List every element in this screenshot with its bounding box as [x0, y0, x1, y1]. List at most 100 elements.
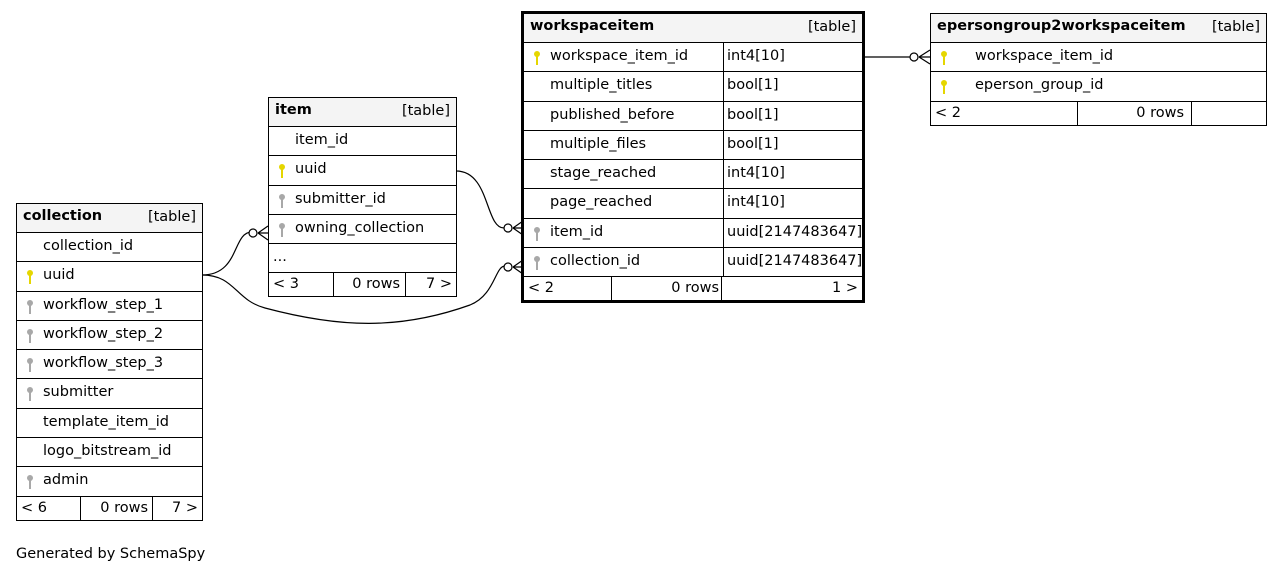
column-type: int4[10] [727, 48, 785, 64]
column-row[interactable]: workflow_step_2 [17, 321, 202, 351]
column-type: int4[10] [727, 165, 785, 182]
row-count: 0 rows [1136, 104, 1184, 121]
column-name: item_id [550, 223, 604, 240]
column-row[interactable]: owning_collection [269, 215, 456, 245]
column-name: page_reached [550, 194, 653, 211]
column-row[interactable]: workspace_item_id [931, 43, 1266, 73]
column-name: template_item_id [43, 413, 169, 430]
children-link[interactable]: 7 > [426, 276, 452, 293]
table-type: [table] [807, 19, 856, 35]
foreign-key-icon [532, 255, 546, 271]
column-row[interactable]: admin [17, 467, 202, 497]
foreign-key-icon [277, 222, 291, 238]
column-row[interactable]: submitter_id [269, 186, 456, 215]
foreign-key-icon [25, 357, 39, 373]
row-count: 0 rows [100, 499, 148, 516]
column-name: item_id [295, 132, 349, 148]
column-row[interactable]: logo_bitstream_id [17, 438, 202, 468]
children-link[interactable]: 7 > [172, 499, 198, 516]
foreign-key-icon [277, 193, 291, 209]
row-count: 0 rows [671, 280, 719, 297]
table-header: workspaceitem [table] [524, 14, 862, 43]
column-row[interactable]: template_item_id [17, 409, 202, 439]
primary-key-icon [939, 50, 953, 66]
column-type: bool[1] [727, 77, 779, 94]
column-name: owning_collection [295, 219, 425, 236]
foreign-key-icon [532, 226, 546, 242]
column-list: workspace_item_id int4[10] multiple_titles… [524, 43, 863, 278]
primary-key-icon [25, 269, 39, 285]
column-type: uuid[2147483647] [727, 223, 863, 240]
row-count: 0 rows [352, 276, 400, 293]
primary-key-icon [939, 79, 953, 95]
table-footer: < 2 0 rows [931, 101, 1266, 125]
column-name: multiple_titles [550, 77, 653, 94]
column-row[interactable]: submitter [17, 379, 202, 409]
column-row[interactable]: uuid [269, 156, 456, 186]
parents-link[interactable]: < 6 [21, 499, 47, 516]
column-row[interactable]: eperson_group_id [931, 72, 1266, 102]
column-row[interactable]: uuid [17, 262, 202, 292]
foreign-key-icon [25, 474, 39, 490]
column-name: submitter [43, 384, 114, 401]
table-type: [table] [401, 103, 450, 119]
column-name: collection_id [550, 253, 641, 270]
table-header: collection [table] [17, 204, 202, 233]
table-epersongroup2workspaceitem[interactable]: epersongroup2workspaceitem [table] works… [930, 13, 1267, 126]
column-name: workflow_step_1 [43, 296, 164, 313]
parents-link[interactable]: < 3 [273, 276, 299, 293]
column-name: ... [273, 249, 287, 266]
parents-link[interactable]: < 2 [528, 280, 554, 297]
table-footer: < 3 0 rows 7 > [269, 273, 456, 297]
column-row[interactable]: item_id [269, 127, 456, 157]
column-row[interactable]: multiple_files bool[1] [524, 130, 862, 161]
foreign-key-icon [25, 386, 39, 402]
column-name: stage_reached [550, 165, 657, 182]
table-name: workspaceitem [530, 18, 655, 34]
column-type: bool[1] [727, 135, 779, 152]
column-name: workspace_item_id [550, 48, 689, 64]
column-row[interactable]: workflow_step_1 [17, 292, 202, 321]
table-type: [table] [147, 209, 196, 225]
column-row[interactable]: published_before bool[1] [524, 101, 862, 131]
column-name: workspace_item_id [975, 48, 1114, 64]
table-footer: < 6 0 rows 7 > [17, 496, 202, 520]
column-row[interactable]: workflow_step_3 [17, 350, 202, 380]
table-header: epersongroup2workspaceitem [table] [931, 14, 1266, 43]
column-name: submitter_id [295, 190, 386, 207]
credit-text: Generated by SchemaSpy [16, 546, 206, 562]
column-name: published_before [550, 106, 675, 123]
primary-key-icon [277, 163, 291, 179]
table-name: item [275, 102, 312, 118]
parents-link[interactable]: < 2 [935, 104, 961, 121]
column-row[interactable]: multiple_titles bool[1] [524, 72, 862, 102]
column-row[interactable]: ... [269, 244, 456, 274]
table-name: collection [23, 208, 103, 224]
column-name: workflow_step_3 [43, 355, 164, 372]
children-link[interactable]: 1 > [832, 280, 858, 297]
relationship-collection-workspaceitem [201, 265, 506, 324]
column-name: multiple_files [550, 135, 647, 152]
column-row[interactable]: workspace_item_id int4[10] [524, 43, 862, 73]
table-name: epersongroup2workspaceitem [937, 18, 1186, 34]
column-name: collection_id [43, 238, 134, 254]
column-type: bool[1] [727, 106, 779, 123]
foreign-key-icon [25, 299, 39, 315]
relationship-collection-item [201, 231, 253, 276]
table-type: [table] [1211, 19, 1260, 35]
column-name: uuid [295, 161, 327, 178]
column-row[interactable]: collection_id [17, 233, 202, 263]
column-row[interactable]: stage_reached int4[10] [524, 160, 862, 190]
column-name: eperson_group_id [975, 77, 1104, 94]
table-header: item [table] [269, 98, 456, 127]
relationship-item-workspaceitem [455, 170, 505, 229]
column-name: admin [43, 472, 89, 489]
column-row[interactable]: item_id uuid[2147483647] [524, 218, 863, 249]
